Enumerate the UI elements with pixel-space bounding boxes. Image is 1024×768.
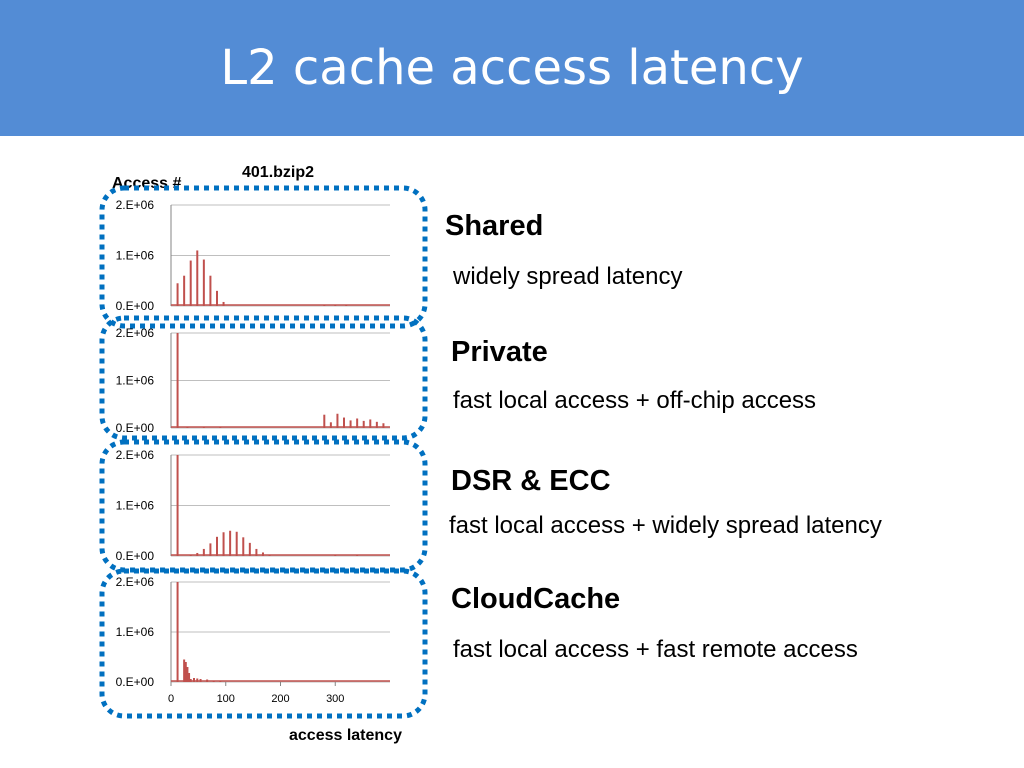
y-tick-label: 0.E+00 — [116, 675, 155, 689]
x-tick-label: 0 — [168, 693, 174, 705]
config-desc-cloudcache: fast local access + fast remote access — [453, 636, 858, 663]
y-tick-label: 1.E+06 — [116, 625, 155, 639]
y-tick-label: 0.E+00 — [116, 421, 155, 435]
slide-title: L2 cache access latency — [220, 40, 804, 96]
y-tick-label: 2.E+06 — [116, 326, 155, 340]
y-tick-label: 1.E+06 — [116, 374, 155, 388]
config-name-private: Private — [451, 336, 548, 368]
y-tick-label: 2.E+06 — [116, 448, 155, 462]
chart-title: 401.bzip2 — [242, 164, 315, 181]
x-tick-label: 200 — [271, 693, 289, 705]
config-name-cloudcache: CloudCache — [451, 583, 621, 615]
x-tick-label: 100 — [217, 693, 235, 705]
dotted-frame — [99, 568, 428, 719]
config-desc-dsr-ecc: fast local access + widely spread latenc… — [449, 512, 882, 539]
dotted-frame — [99, 439, 428, 573]
dotted-frame — [99, 185, 428, 329]
dotted-frame — [99, 315, 428, 441]
y-tick-label: 2.E+06 — [116, 198, 155, 212]
title-band — [0, 0, 1024, 136]
y-tick-label: 0.E+00 — [116, 549, 155, 563]
y-tick-label: 1.E+06 — [116, 249, 155, 263]
x-tick-label: 300 — [326, 693, 344, 705]
y-tick-label: 1.E+06 — [116, 499, 155, 513]
x-axis-label: access latency — [289, 727, 402, 744]
config-desc-shared: widely spread latency — [453, 263, 683, 290]
config-desc-private: fast local access + off-chip access — [453, 387, 817, 414]
config-name-dsr-ecc: DSR & ECC — [451, 465, 611, 497]
config-name-shared: Shared — [445, 210, 544, 242]
y-tick-label: 2.E+06 — [116, 575, 155, 589]
y-tick-label: 0.E+00 — [116, 299, 155, 313]
